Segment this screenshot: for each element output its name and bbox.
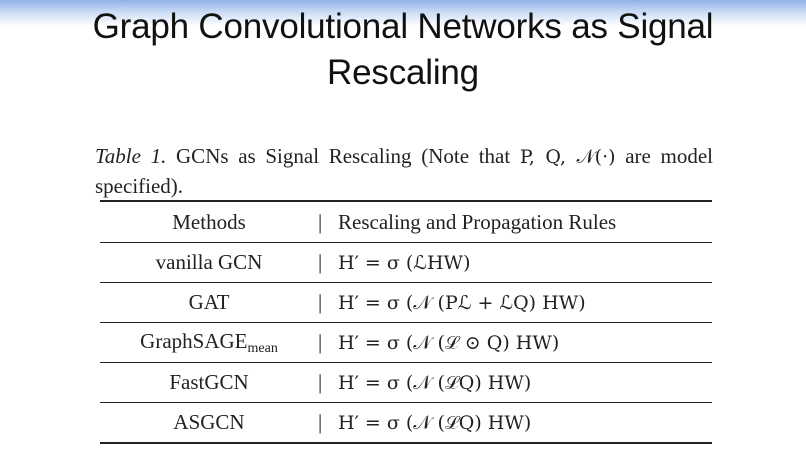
propagation-rule: H′ = σ (𝒩 (ℒQ) HW) bbox=[338, 371, 532, 394]
caption-text-after: are model specified). bbox=[95, 144, 714, 198]
top-gradient-band bbox=[0, 0, 806, 26]
column-separator: | bbox=[318, 330, 323, 354]
method-label: FastGCN bbox=[169, 370, 249, 394]
column-separator: | bbox=[318, 250, 323, 274]
header-methods: Methods bbox=[172, 209, 246, 234]
header-rules: Rescaling and Propagation Rules bbox=[338, 209, 617, 234]
method-name: vanilla GCN bbox=[100, 250, 318, 275]
rules-table: Methods | Rescaling and Propagation Rule… bbox=[100, 200, 712, 444]
column-separator: | bbox=[318, 410, 323, 434]
method-label: ASGCN bbox=[173, 410, 245, 434]
column-separator: | bbox=[318, 290, 323, 314]
method-subscript: mean bbox=[247, 340, 278, 356]
method-name: FastGCN bbox=[100, 370, 318, 395]
caption-text-before: GCNs as Signal Rescaling (Note that bbox=[166, 144, 520, 168]
method-label: vanilla GCN bbox=[155, 250, 263, 274]
method-name: GraphSAGEmean bbox=[100, 329, 318, 357]
method-label: GAT bbox=[188, 290, 230, 314]
table-row: ASGCN | H′ = σ (𝒩 (ℒQ) HW) bbox=[100, 403, 712, 442]
table-header-row: Methods | Rescaling and Propagation Rule… bbox=[100, 202, 712, 243]
propagation-rule: H′ = σ (ℒHW) bbox=[338, 251, 471, 274]
method-name: GAT bbox=[100, 290, 318, 315]
column-separator: | bbox=[318, 370, 323, 394]
caption-label: Table 1. bbox=[95, 144, 167, 168]
propagation-rule: H′ = σ (𝒩 (ℒ ⊙ Q) HW) bbox=[338, 331, 560, 354]
slide-title-line-1: Graph Convolutional Networks as Signal bbox=[92, 7, 714, 46]
slide-title: Graph Convolutional Networks as Signal R… bbox=[0, 4, 806, 96]
table-row: GraphSAGEmean | H′ = σ (𝒩 (ℒ ⊙ Q) HW) bbox=[100, 323, 712, 363]
table-row: vanilla GCN | H′ = σ (ℒHW) bbox=[100, 243, 712, 283]
column-separator: | bbox=[318, 209, 323, 234]
method-label: GraphSAGE bbox=[140, 328, 248, 353]
caption-math: P, Q, 𝒩(·) bbox=[519, 146, 616, 168]
propagation-rule: H′ = σ (𝒩 (Pℒ + ℒQ) HW) bbox=[338, 291, 586, 314]
table-caption: Table 1. GCNs as Signal Rescaling (Note … bbox=[95, 142, 713, 201]
method-name: ASGCN bbox=[100, 410, 318, 435]
table-row: FastGCN | H′ = σ (𝒩 (ℒQ) HW) bbox=[100, 363, 712, 403]
slide-title-line-2: Rescaling bbox=[327, 53, 479, 92]
table-row: GAT | H′ = σ (𝒩 (Pℒ + ℒQ) HW) bbox=[100, 283, 712, 323]
propagation-rule: H′ = σ (𝒩 (ℒQ) HW) bbox=[338, 411, 532, 434]
